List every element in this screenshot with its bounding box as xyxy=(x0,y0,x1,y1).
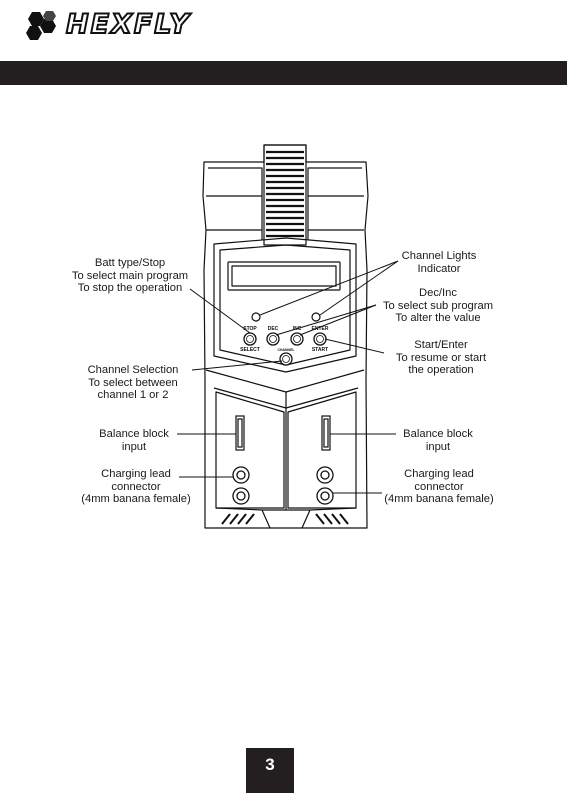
callout-start-enter: Start/Enter To resume or start the opera… xyxy=(395,339,487,377)
enter-label: ENTER xyxy=(312,326,329,332)
header-bar xyxy=(0,61,567,85)
banana-jack-right-bottom xyxy=(316,487,334,505)
channel-button[interactable] xyxy=(279,352,293,366)
callout-charging-right: Charging lead connector (4mm banana fema… xyxy=(384,468,494,506)
banana-jack-left-top xyxy=(232,466,250,484)
page-number: 3 xyxy=(246,748,294,793)
callout-balance-right: Balance block input xyxy=(403,428,473,453)
hexfly-logo: HEXFLY xyxy=(20,9,196,41)
banana-jack-right-top xyxy=(316,466,334,484)
inc-button[interactable] xyxy=(290,332,304,346)
leader-channel-lights-b xyxy=(319,260,399,316)
banana-jack-left-bottom xyxy=(232,487,250,505)
leader-dec-inc-b xyxy=(299,304,377,336)
callout-charging-left: Charging lead connector (4mm banana fema… xyxy=(81,468,191,506)
enter-start-button[interactable] xyxy=(313,332,327,346)
leader-channel-selection xyxy=(191,360,283,371)
dec-button[interactable] xyxy=(266,332,280,346)
hexagon-cluster-icon xyxy=(26,11,56,40)
callout-batt-type: Batt type/Stop To select main program To… xyxy=(71,257,189,295)
stop-select-button[interactable] xyxy=(243,332,257,346)
leader-batt-type xyxy=(189,288,251,334)
left-port-panel xyxy=(215,391,285,509)
brand-name: HEXFLY xyxy=(65,9,191,41)
control-panel-outline xyxy=(213,237,357,373)
channel-light-right xyxy=(311,312,321,322)
start-label: START xyxy=(312,347,328,353)
balance-port-left xyxy=(235,415,245,451)
select-label: SELECT xyxy=(240,347,260,353)
balance-port-right xyxy=(321,415,331,451)
lcd-screen xyxy=(227,261,341,291)
channel-light-left xyxy=(251,312,261,322)
leader-channel-lights-a xyxy=(259,260,399,316)
dec-label: DEC xyxy=(268,326,279,332)
channel-label: CHANNEL xyxy=(277,348,295,352)
callout-balance-left: Balance block input xyxy=(99,428,169,453)
callout-dec-inc: Dec/Inc To select sub program To alter t… xyxy=(382,287,494,325)
leader-dec-inc-a xyxy=(275,304,377,336)
callout-channel-selection: Channel Selection To select between chan… xyxy=(87,364,179,402)
callout-channel-lights: Channel Lights Indicator xyxy=(401,250,477,275)
stop-label: STOP xyxy=(243,326,257,332)
leader-start-enter xyxy=(324,338,385,354)
